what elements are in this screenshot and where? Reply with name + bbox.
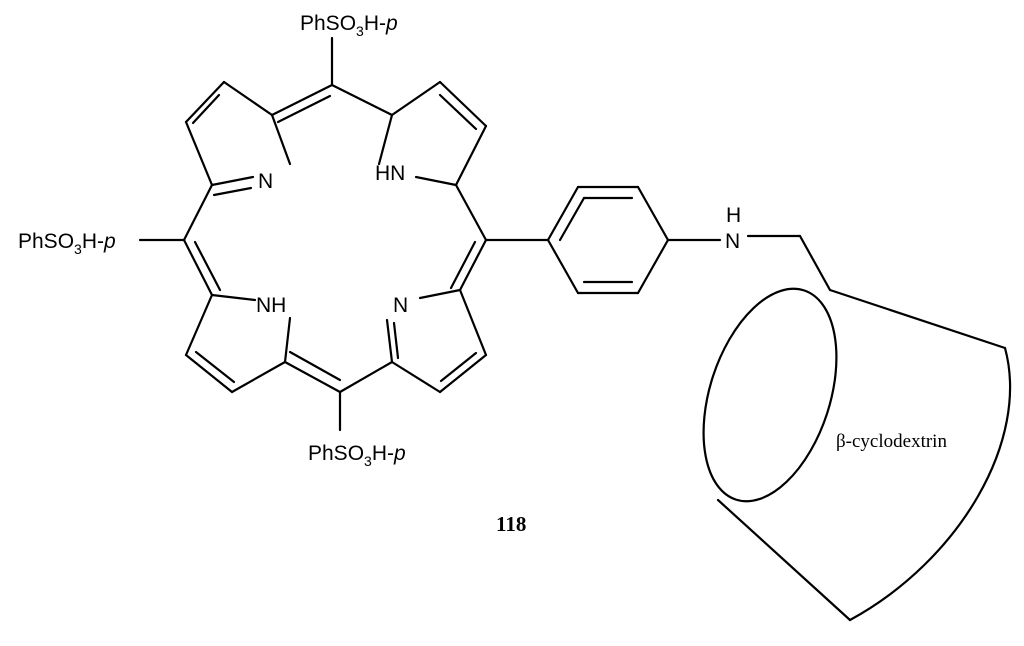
phenyl-ring: [546, 185, 670, 295]
atom-amine-h: H: [726, 204, 741, 227]
atom-hn-upper-right: HN: [375, 162, 405, 185]
cyclodextrin-label: β-cyclodextrin: [836, 431, 947, 452]
substituent-left-label: PhSO3H-p: [18, 230, 116, 257]
atom-n-lower-right: N: [393, 294, 408, 317]
substituent-bottom-label: PhSO3H-p: [308, 442, 406, 469]
atom-n-upper-left: N: [258, 170, 273, 193]
cyclodextrin-cone: [702, 287, 1012, 622]
atom-amine-n: N: [725, 230, 740, 253]
atom-nh-lower-left: NH: [256, 294, 286, 317]
porphyrin-bonds: [138, 36, 550, 432]
substituent-top-label: PhSO3H-p: [300, 12, 398, 39]
compound-number: 118: [496, 512, 526, 536]
amine-linker: [666, 234, 832, 292]
